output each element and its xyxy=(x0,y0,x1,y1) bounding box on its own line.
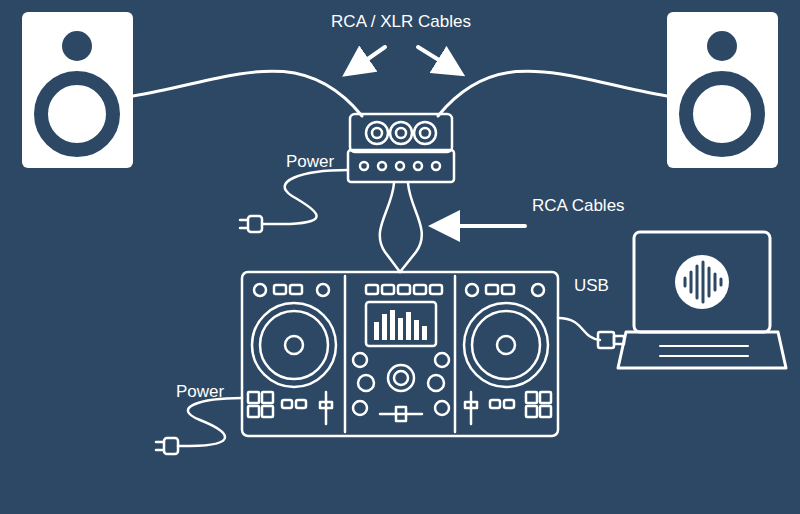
rca-cable xyxy=(380,183,400,272)
amplifier xyxy=(348,114,454,182)
speaker-cable xyxy=(438,71,667,116)
cable-label: USB xyxy=(574,276,609,296)
right-speaker xyxy=(667,12,778,168)
usb-plug xyxy=(598,332,624,348)
power-plug xyxy=(156,438,178,454)
pointer-arrow xyxy=(418,47,455,70)
usb-cable xyxy=(558,318,600,340)
rca-cable xyxy=(400,183,422,272)
speaker-cable xyxy=(133,71,362,116)
pointer-arrow xyxy=(440,224,525,228)
power-cord xyxy=(178,398,242,446)
laptop xyxy=(618,232,786,368)
left-speaker xyxy=(22,12,133,168)
cable-label: RCA Cables xyxy=(532,196,625,216)
power-plug xyxy=(240,216,262,232)
cable-label: Power xyxy=(286,152,334,172)
power-cord xyxy=(262,170,348,224)
dj-controller xyxy=(242,272,558,436)
cable-label: Power xyxy=(176,382,224,402)
pointer-arrow xyxy=(352,47,385,70)
cable-label: RCA / XLR Cables xyxy=(331,12,471,32)
